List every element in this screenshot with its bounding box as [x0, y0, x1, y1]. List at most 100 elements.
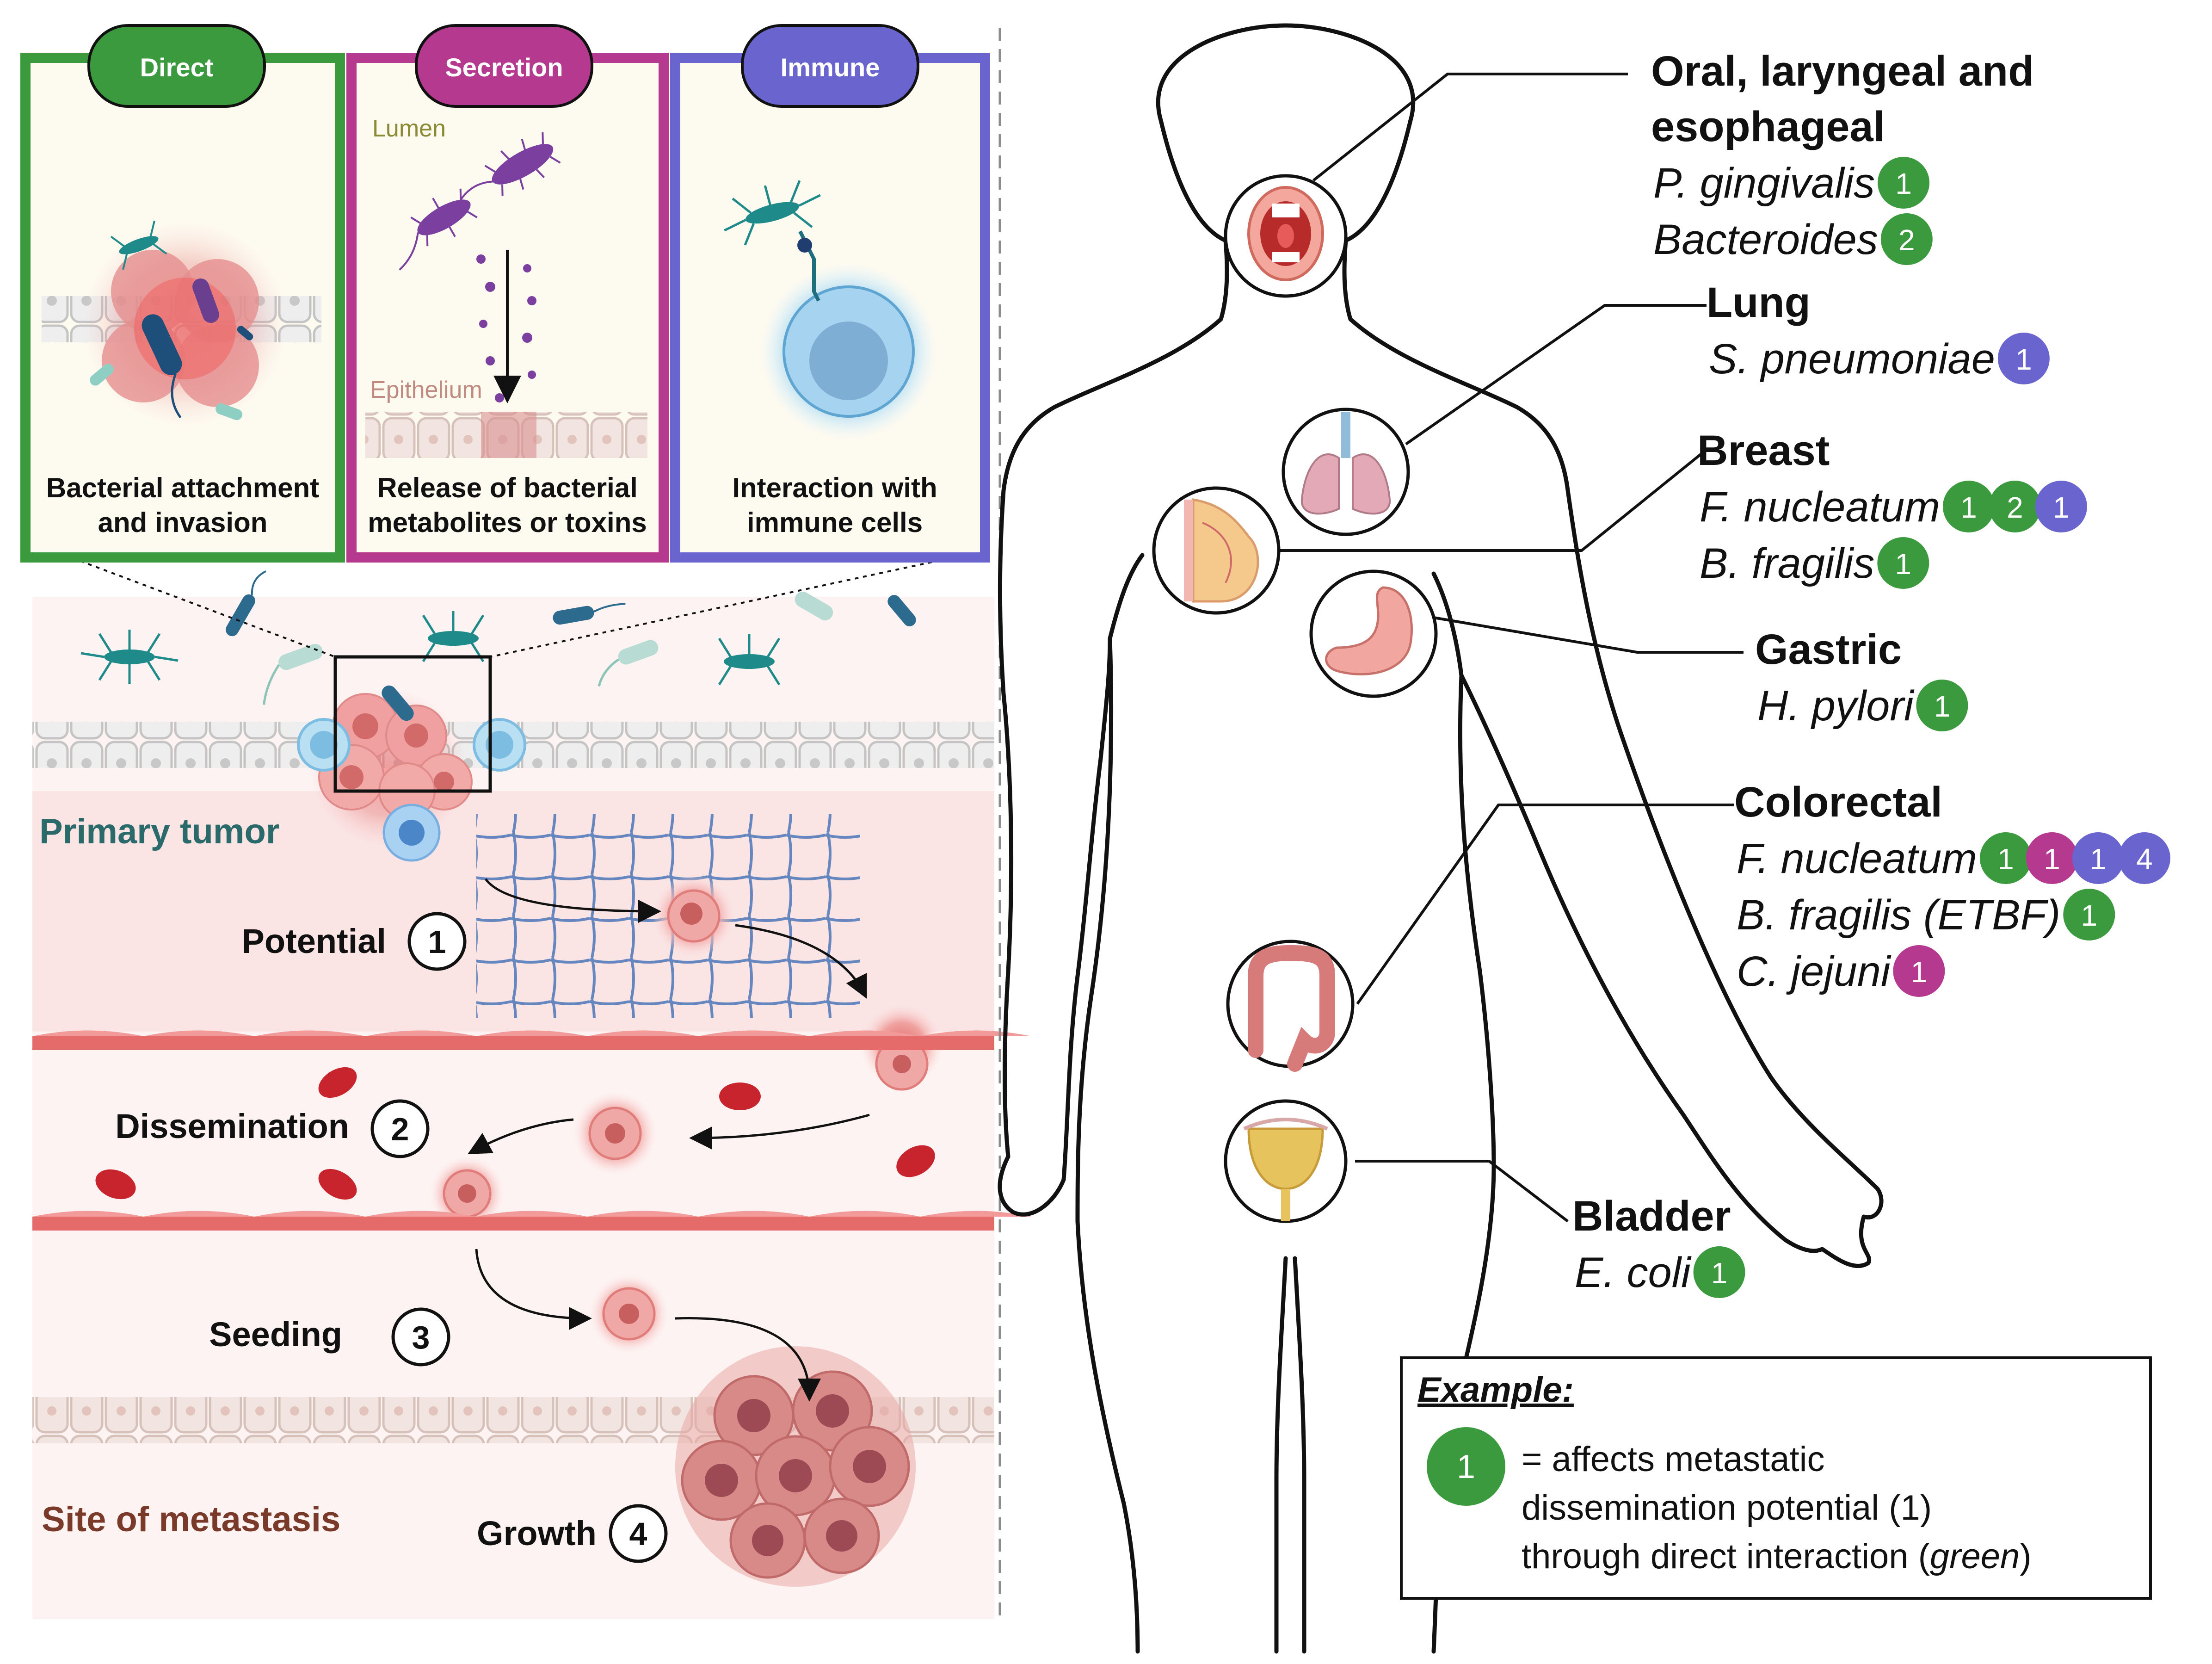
effect-badge-number: 1: [1997, 842, 2014, 876]
step-label: Dissemination: [115, 1107, 349, 1145]
effect-badge-number: 1: [1895, 167, 1912, 200]
effect-badge: [2035, 481, 2087, 532]
organ-name: Breast: [1697, 427, 1830, 474]
organ-name: Colorectal: [1734, 779, 1942, 826]
tab-immune-label: Immune: [781, 53, 880, 82]
effect-badge: [1916, 680, 1968, 731]
site-of-metastasis-label: Site of metastasis: [42, 1500, 340, 1539]
effect-badge-number: 1: [1895, 547, 1912, 581]
stomach-organ-icon: [1309, 569, 1438, 698]
bacterium-name: B. fragilis: [1700, 540, 1874, 587]
step-number: 3: [412, 1319, 430, 1355]
example-line3-italic: green: [1930, 1537, 2020, 1576]
blood-vessel: [32, 1030, 1031, 1231]
effect-badge: [1893, 945, 1945, 997]
organ-name-line2: esophageal: [1651, 103, 1885, 150]
metastatic-tumor: [675, 1346, 916, 1587]
mechanism-labels: Direct Secretion Immune Bacterial attach…: [46, 53, 937, 538]
primary-tumor-cluster: [297, 655, 526, 862]
secretion-caption-line1: Release of bacterial: [377, 472, 638, 503]
effect-badge: [2026, 832, 2078, 884]
bacterium-name: H. pylori: [1757, 682, 1915, 730]
direct-caption-line1: Bacterial attachment: [46, 472, 319, 503]
bacterium-name: Bacteroides: [1653, 216, 1878, 263]
secretion-caption-line2: metabolites or toxins: [368, 507, 647, 538]
mechanism-tab: [87, 24, 266, 108]
effect-badge: [1878, 157, 1930, 209]
lumen-bacteria: [80, 570, 916, 705]
effect-badge: [2118, 832, 2170, 884]
mouth-organ-icon: [1224, 174, 1348, 298]
effect-badge: [1979, 832, 2032, 884]
effect-badge-number: 4: [2136, 842, 2153, 876]
organ-callout-lines: [1274, 73, 1744, 1223]
example-line1: = affects metastatic: [1522, 1440, 1824, 1479]
effect-badge: [1997, 333, 2050, 384]
mechanism-tab: [415, 24, 593, 108]
organ-icons: [1152, 174, 1438, 1223]
metastasis-flow-arrows: [468, 878, 870, 1402]
effect-badge: [1942, 481, 1995, 532]
effect-badge: [1693, 1246, 1745, 1298]
step-number-circle: [407, 912, 467, 971]
organ-name: Gastric: [1755, 626, 1902, 673]
lumen-label: Lumen: [372, 115, 446, 142]
immune-caption-line2: immune cells: [747, 507, 923, 538]
effect-badge-number: 1: [1960, 491, 1977, 524]
example-title: Example:: [1417, 1370, 1574, 1410]
effect-badge: [1877, 537, 1929, 589]
direct-box-art: [42, 220, 321, 426]
migrating-cells: [430, 874, 943, 1353]
effect-badge-number: 1: [2081, 899, 2097, 932]
step-number-circle: [370, 1099, 430, 1158]
step-number-circle: [391, 1307, 450, 1367]
step-number: 4: [629, 1516, 647, 1552]
immune-box-art: [724, 180, 937, 439]
example-line3: through direct interaction (green): [1522, 1537, 2032, 1576]
effect-badge-number: 2: [2007, 491, 2023, 524]
tab-secretion-label: Secretion: [445, 53, 563, 82]
example-legend: Example: 1 = affects metastatic dissemin…: [1400, 1356, 2152, 1600]
effect-badge-number: 1: [2015, 343, 2032, 376]
human-silhouette: [998, 23, 1884, 1654]
example-badge: [1427, 1427, 1505, 1506]
direct-caption-line2: and invasion: [98, 507, 268, 538]
organ-name: Bladder: [1572, 1193, 1731, 1240]
effect-badge: [2063, 889, 2115, 940]
bacterium-name: F. nucleatum: [1737, 835, 1977, 882]
lung-organ-icon: [1282, 408, 1410, 536]
colon-organ-icon: [1226, 940, 1355, 1072]
effect-badge-number: 1: [2053, 491, 2070, 524]
bacterium-name: E. coli: [1575, 1249, 1692, 1296]
step-label: Growth: [477, 1514, 597, 1553]
secretion-box-art: [365, 132, 647, 458]
step-number: 2: [391, 1111, 409, 1147]
effect-badge-number: 1: [1711, 1256, 1728, 1290]
step-label: Seeding: [209, 1315, 342, 1354]
effect-badge: [2072, 832, 2124, 884]
example-line3-prefix: through direct interaction (: [1522, 1537, 1930, 1576]
effect-badge: [1989, 481, 2041, 532]
effect-badge-number: 1: [2044, 842, 2060, 876]
immune-caption-line1: Interaction with: [732, 472, 937, 503]
breast-organ-icon: [1152, 486, 1281, 615]
organ-name: Lung: [1707, 279, 1811, 326]
step-number-circle: [609, 1504, 668, 1563]
bacterium-name: S. pneumoniae: [1709, 335, 1995, 383]
example-badge-number: 1: [1457, 1448, 1475, 1485]
example-line2: dissemination potential (1): [1522, 1488, 1932, 1528]
step-number: 1: [428, 924, 446, 960]
step-label: Potential: [242, 922, 386, 960]
mechanism-tab: [741, 24, 919, 108]
example-line3-suffix: ): [2020, 1537, 2031, 1576]
effect-badge-number: 1: [2090, 842, 2107, 876]
primary-tumor-label: Primary tumor: [39, 812, 280, 851]
effect-badge-number: 1: [1911, 955, 1928, 989]
bacterium-name: B. fragilis (ETBF): [1737, 891, 2060, 939]
organ-name: Oral, laryngeal and: [1651, 48, 2034, 95]
bacterium-name: F. nucleatum: [1700, 483, 1940, 531]
effect-badge-number: 1: [1934, 690, 1951, 723]
